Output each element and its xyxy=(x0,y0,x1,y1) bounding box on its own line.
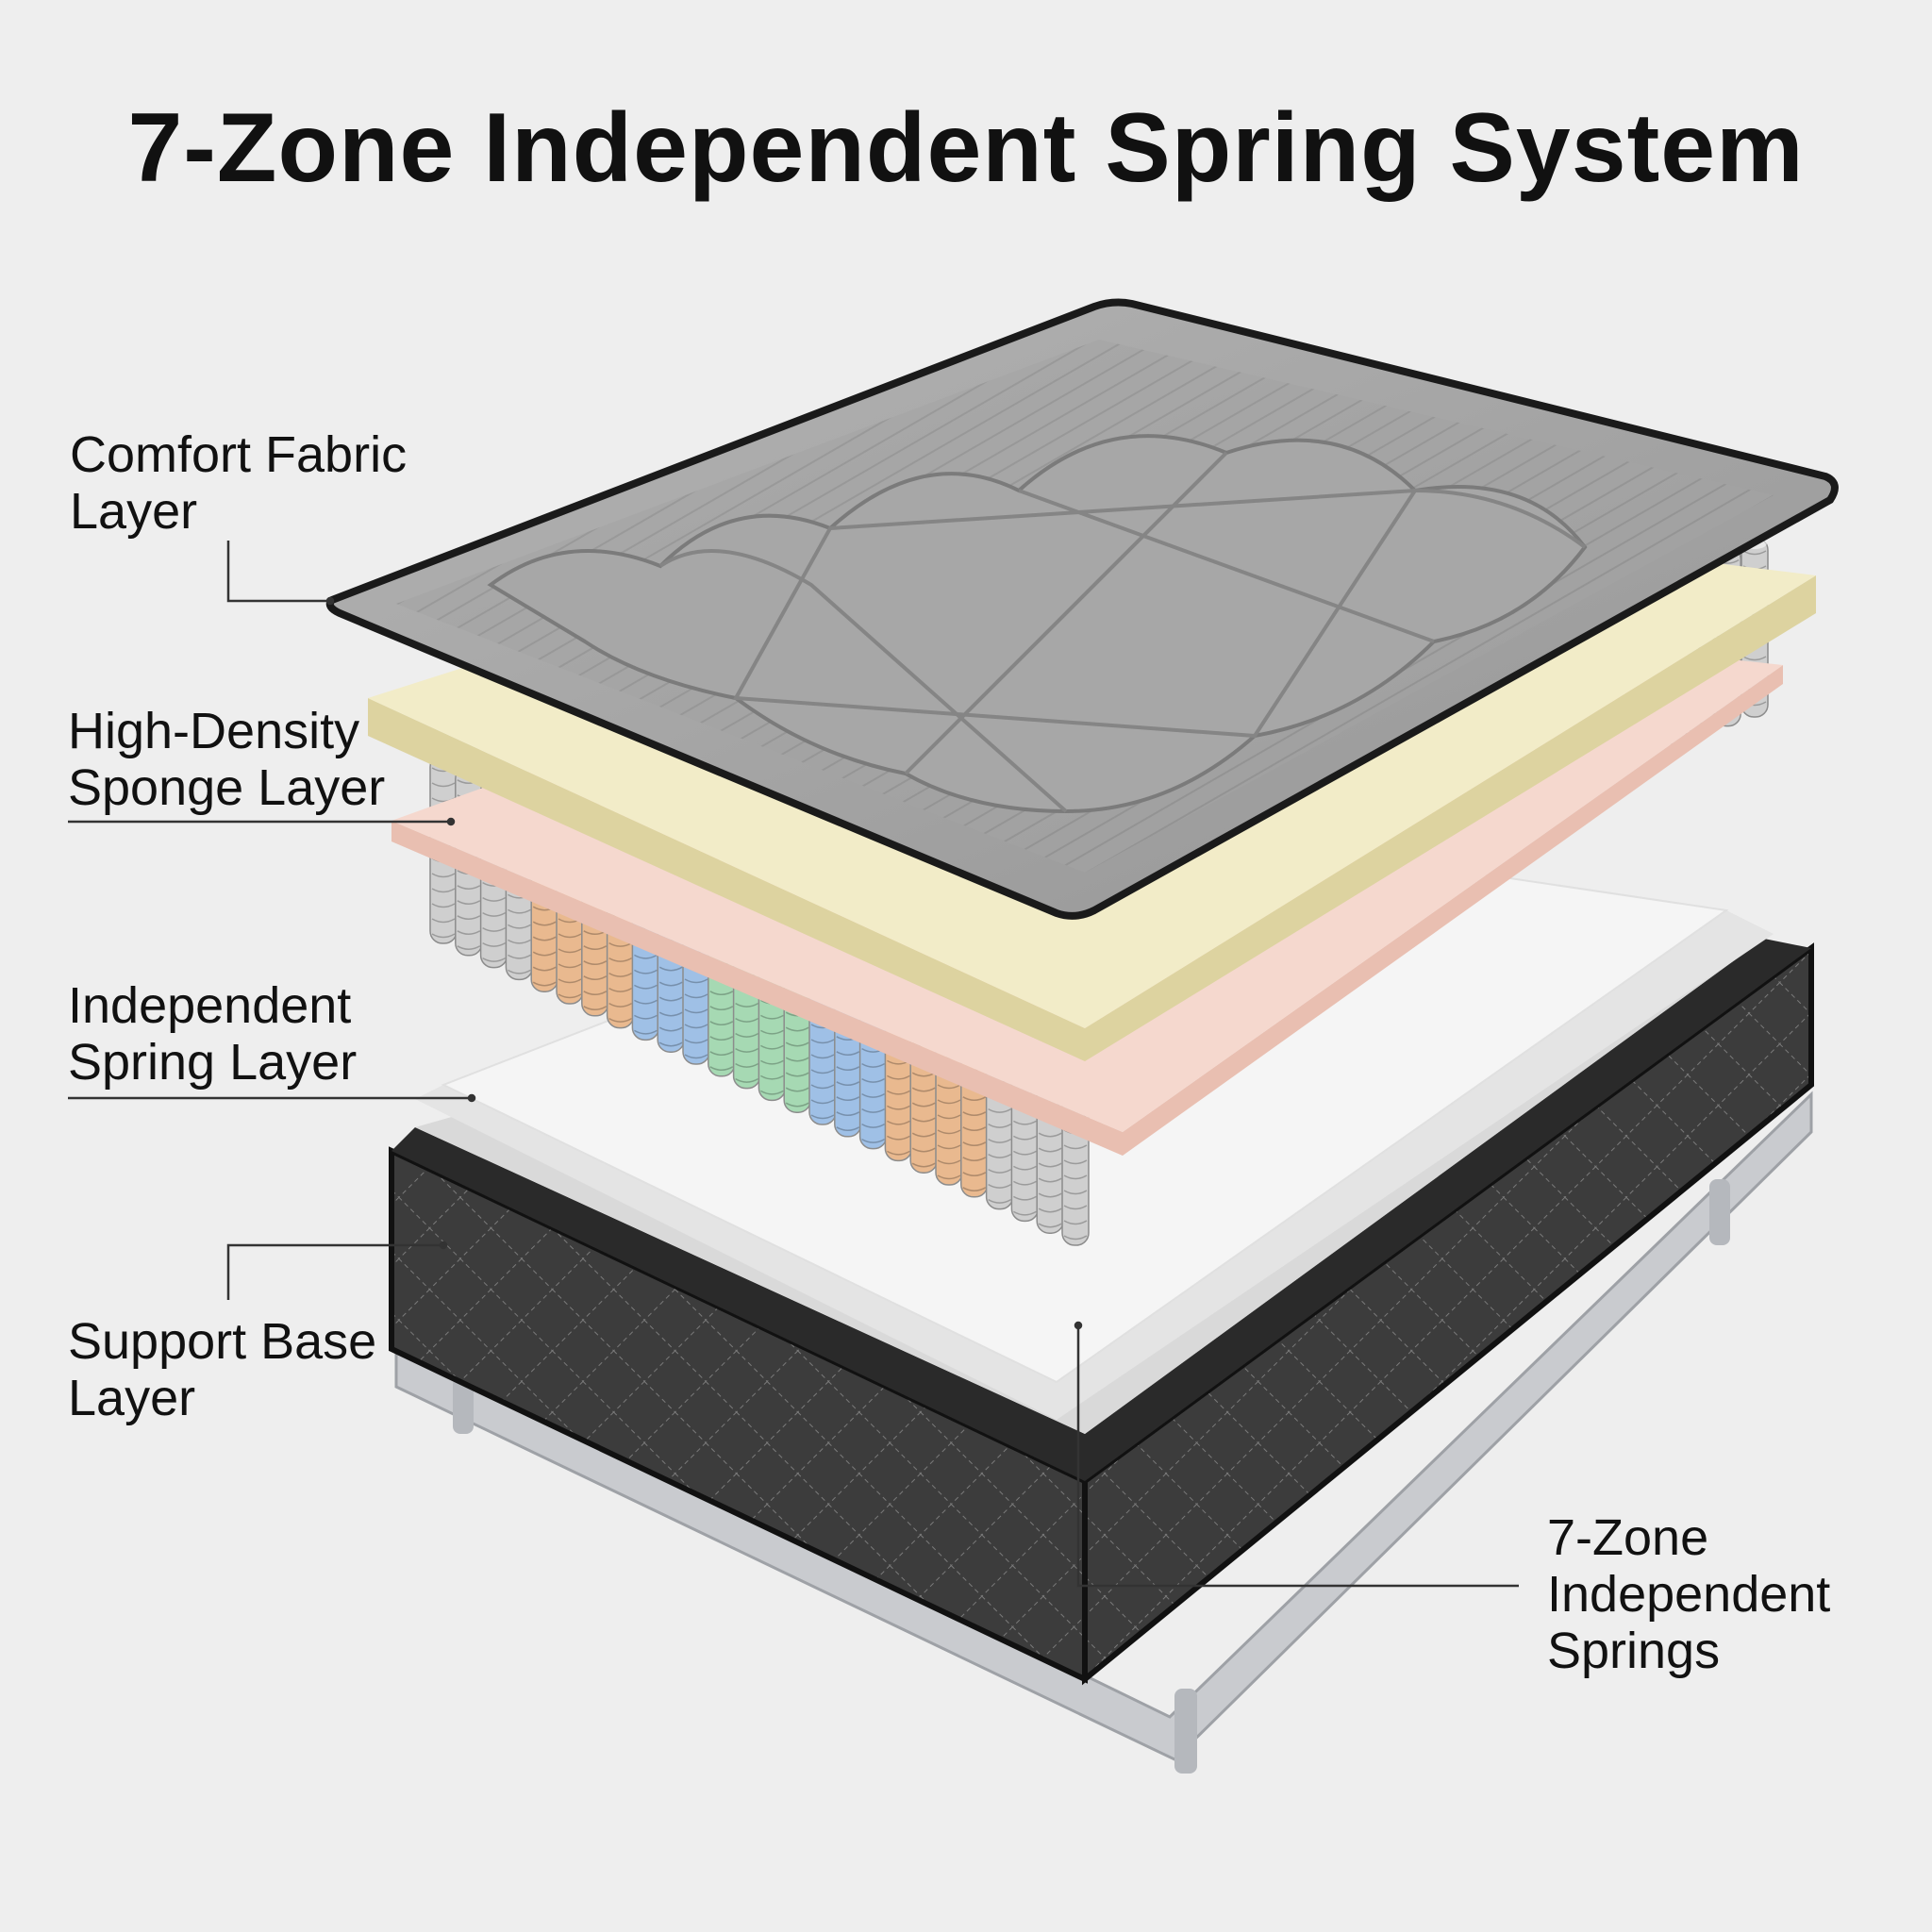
label-line: Layer xyxy=(70,483,198,540)
label-7-zone-independent-springs: 7-Zone Independent Springs xyxy=(1547,1509,1830,1679)
leader-comfort xyxy=(226,541,330,603)
leader-lines xyxy=(68,541,1519,1588)
frame-leg xyxy=(453,1377,474,1434)
label-line: 7-Zone xyxy=(1547,1509,1709,1566)
label-support-base-layer: Support Base Layer xyxy=(68,1313,376,1426)
label-line: Independent xyxy=(68,977,352,1034)
label-line: Sponge Layer xyxy=(68,759,386,816)
metal-frame xyxy=(394,1091,1813,1774)
label-independent-spring-layer: Independent Spring Layer xyxy=(68,977,357,1091)
label-line: Comfort Fabric xyxy=(70,426,408,483)
page-title: 7-Zone Independent Spring System xyxy=(127,93,1805,203)
comfort-fabric-layer xyxy=(325,298,1839,920)
label-line: Layer xyxy=(68,1370,196,1426)
label-line: High-Density xyxy=(68,703,360,759)
label-line: Independent xyxy=(1547,1566,1831,1623)
label-line: Spring Layer xyxy=(68,1034,358,1091)
frame-leg xyxy=(1174,1689,1197,1774)
label-line: Springs xyxy=(1547,1623,1721,1679)
frame-leg xyxy=(1709,1179,1730,1245)
label-comfort-fabric-layer: Comfort Fabric Layer xyxy=(70,426,407,540)
label-line: Support Base xyxy=(68,1313,377,1370)
label-high-density-sponge-layer: High-Density Sponge Layer xyxy=(68,703,385,816)
